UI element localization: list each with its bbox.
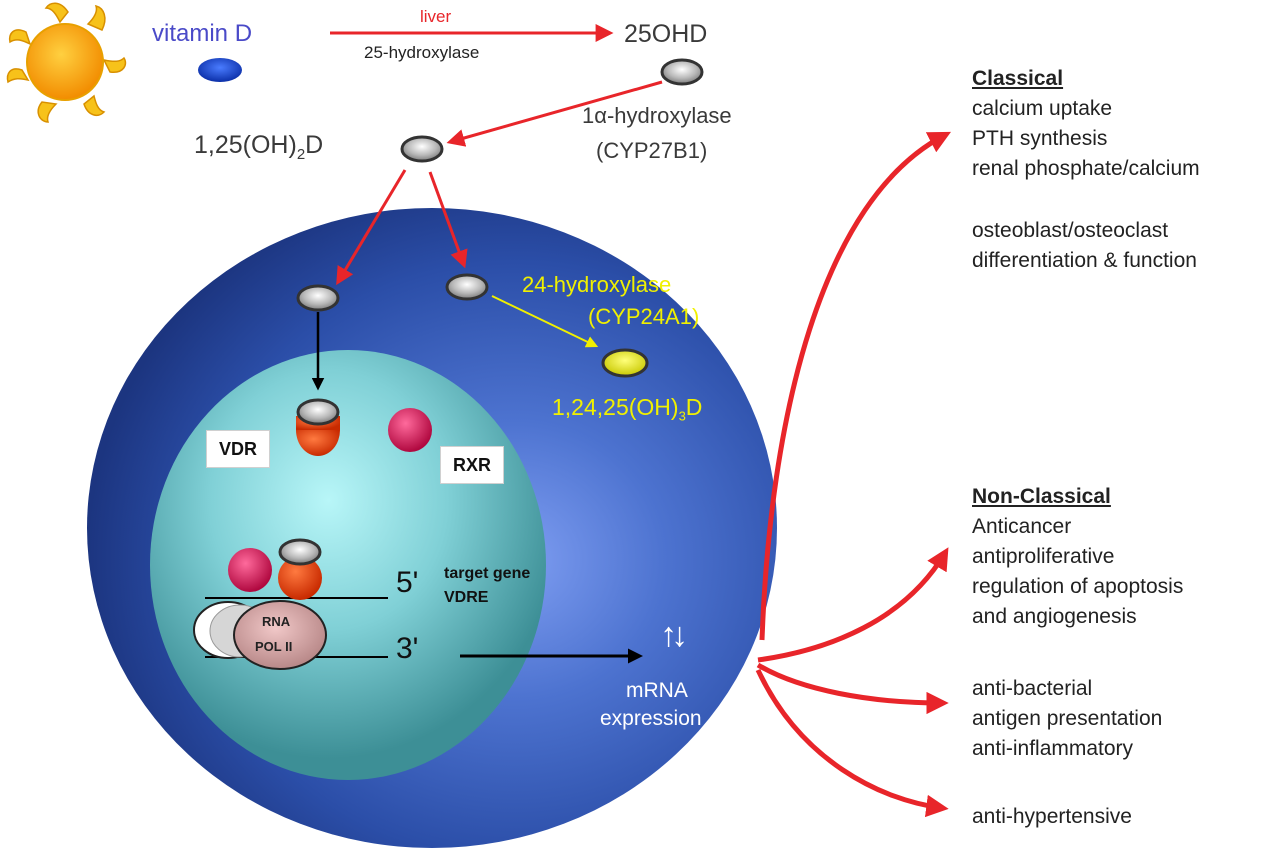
inactive-metabolite-molecule: [601, 348, 649, 378]
calcitriol-molecule: [400, 135, 444, 163]
entry-arrow-right: [428, 171, 468, 269]
24-hydroxylase-label: 24-hydroxylase: [522, 272, 672, 297]
intracellular-calcitriol-right: [445, 273, 489, 301]
rna-polymerase: [193, 600, 327, 670]
immune-effects: anti-bacterial antigen presentation anti…: [972, 674, 1162, 764]
cyp27b1-label: (CYP27B1): [596, 138, 708, 163]
non-classical-item: anti-hypertensive: [972, 805, 1132, 828]
three-prime-label: 3': [396, 632, 419, 665]
25ohd-label: 25OHD: [624, 20, 708, 48]
classical-heading: Classical: [972, 67, 1064, 90]
non-classical-item: antigen presentation: [972, 707, 1163, 730]
classical-item: differentiation & function: [972, 249, 1197, 272]
non-classical-item: Anticancer: [972, 515, 1072, 538]
intracellular-calcitriol-left: [296, 284, 340, 312]
inactive-metabolite-label: 1,24,25(OH)3D: [552, 396, 702, 423]
classical-item: calcium uptake: [972, 97, 1113, 120]
1a-hydroxylase-label: 1α-hydroxylase: [582, 103, 732, 128]
rxr-label: RXR: [440, 446, 505, 484]
catabolism-arrow: [491, 295, 599, 348]
sun-icon: [6, 2, 127, 123]
non-classical-item: and angiogenesis: [972, 605, 1137, 628]
classical-item: PTH synthesis: [972, 127, 1108, 150]
classical-effects: Classical calcium uptake PTH synthesis r…: [972, 64, 1200, 276]
arrow-to-immune: [756, 662, 949, 715]
entry-arrow-left: [336, 169, 407, 286]
rna-pol-label-line1: RNA: [262, 614, 291, 629]
rna-pol-label-line2: POL II: [255, 639, 293, 654]
calcitriol-label-tail: D: [305, 131, 324, 159]
vitamin-d-molecule: [198, 58, 242, 82]
25ohd-molecule: [660, 58, 704, 86]
calcitriol-label-sub: 2: [296, 146, 306, 163]
classical-item: renal phosphate/calcium: [972, 157, 1200, 180]
metabolite-label-base: 1,24,25(OH): [552, 394, 679, 420]
liver-label: liver: [420, 7, 452, 26]
classical-item: osteoblast/osteoclast: [972, 219, 1169, 242]
up-down-regulation-icon: ↑↓: [660, 616, 688, 654]
vdr-label: VDR: [206, 430, 271, 468]
25-hydroxylase-label: 25-hydroxylase: [364, 43, 480, 62]
mrna-label: mRNA: [626, 679, 688, 702]
metabolite-label-sub: 3: [678, 408, 686, 424]
cardiovascular-effects: anti-hypertensive: [972, 802, 1132, 832]
metabolite-label-tail: D: [685, 394, 703, 420]
rxr-on-dna: [228, 548, 272, 592]
non-classical-item: antiproliferative: [972, 545, 1115, 568]
arrow-to-classical: [759, 131, 951, 641]
vdr-receptor: [296, 398, 340, 456]
non-classical-item: anti-bacterial: [972, 677, 1093, 700]
arrow-to-anticancer: [757, 547, 949, 663]
non-classical-heading: Non-Classical: [972, 485, 1111, 508]
non-classical-effects: Non-Classical Anticancer antiproliferati…: [972, 482, 1183, 632]
vdr-on-dna: [278, 538, 322, 600]
expression-label: expression: [600, 707, 702, 730]
cyp24a1-label: (CYP24A1): [588, 304, 700, 329]
non-classical-item: anti-inflammatory: [972, 737, 1134, 760]
vdre-label: VDRE: [444, 589, 489, 606]
arrow-to-hypertension: [755, 668, 949, 818]
rxr-receptor: [388, 408, 432, 452]
calcitriol-label: 1,25(OH)2D: [194, 131, 324, 163]
vitamin-d-label: vitamin D: [152, 20, 253, 47]
renal-conversion-arrow: [446, 80, 663, 147]
calcitriol-label-base: 1,25(OH): [194, 131, 297, 159]
target-gene-label: target gene: [444, 565, 531, 582]
five-prime-label: 5': [396, 566, 419, 599]
non-classical-item: regulation of apoptosis: [972, 575, 1184, 598]
